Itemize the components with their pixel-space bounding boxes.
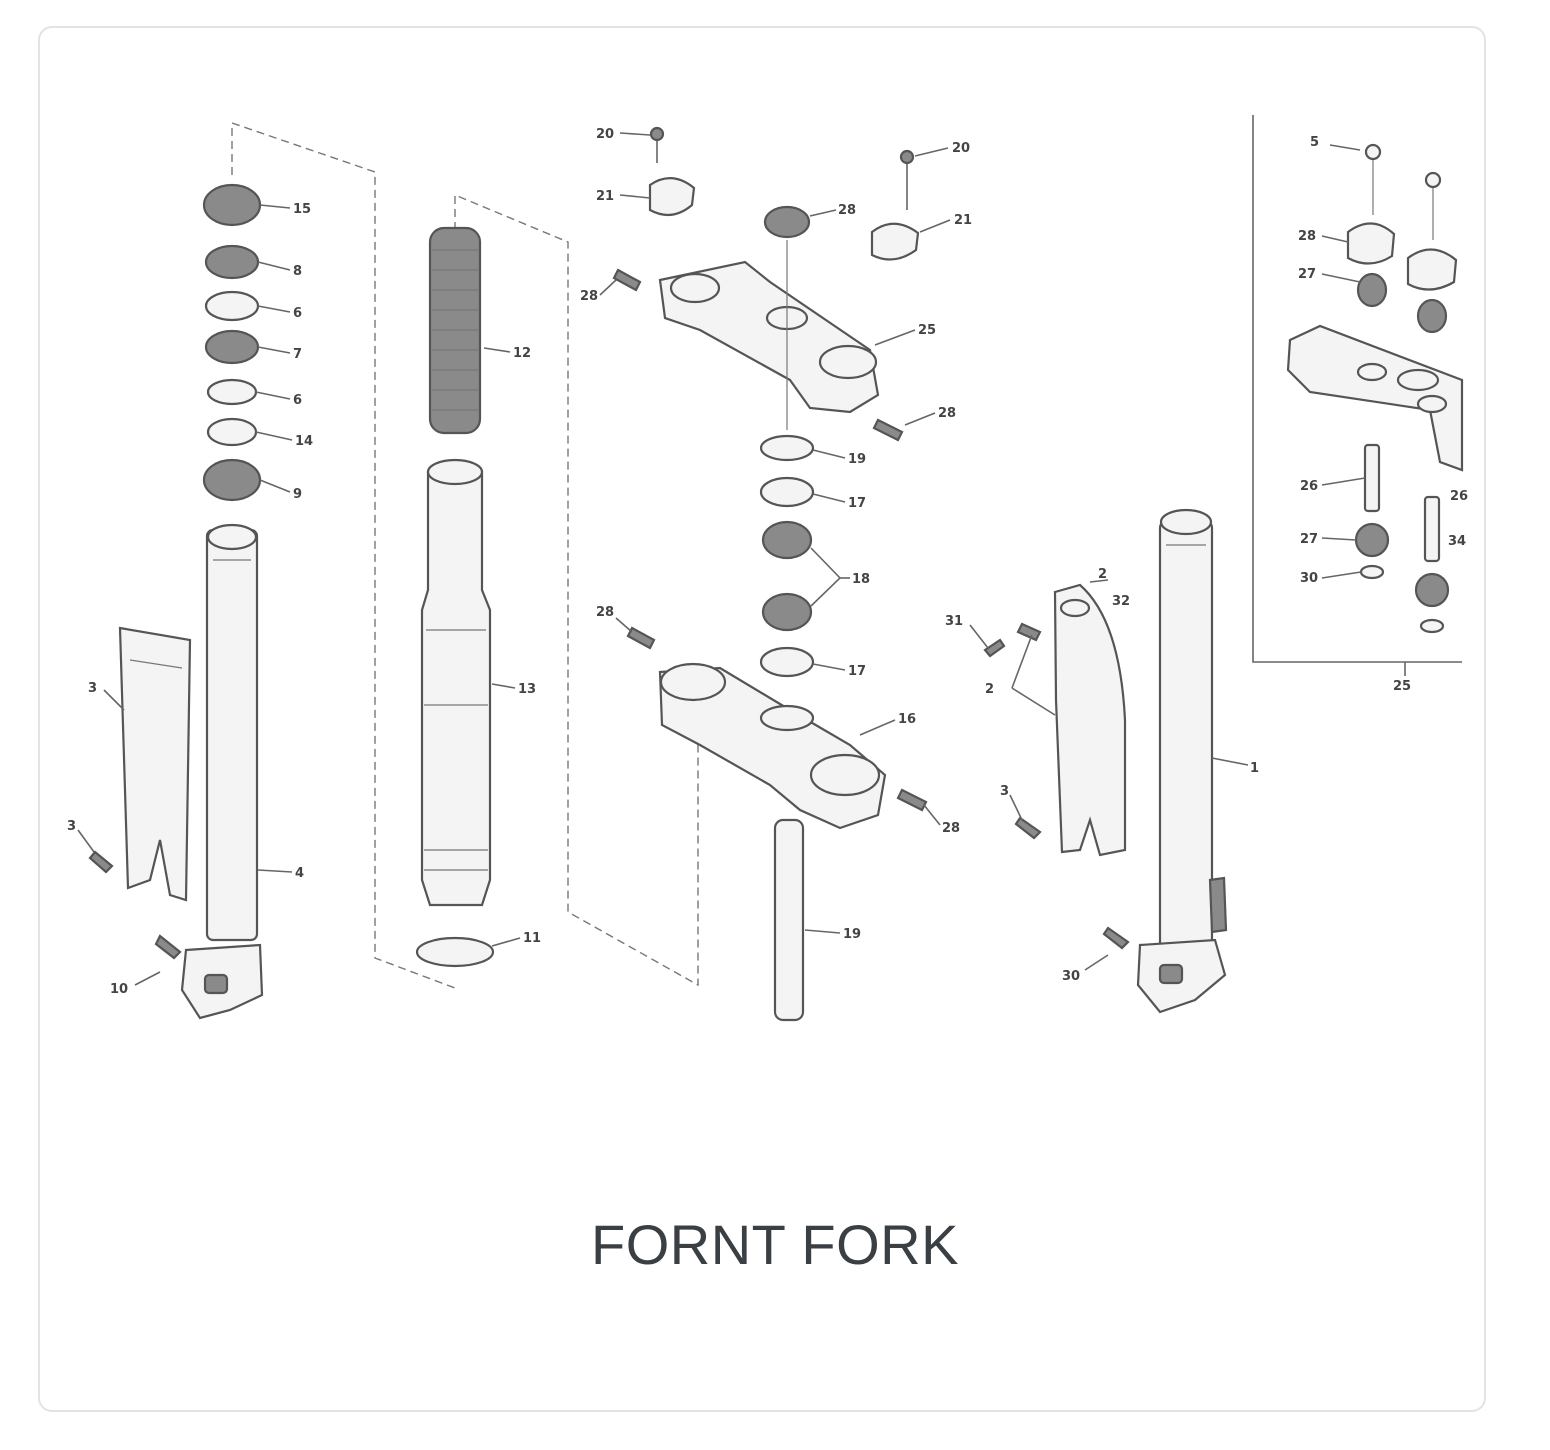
fork-cap-part xyxy=(202,183,262,227)
handlebar-clamp-part xyxy=(648,177,696,217)
callout-label: 31 xyxy=(945,614,963,629)
inner-tube-assembly xyxy=(415,193,699,987)
callout-label: 16 xyxy=(898,712,916,727)
outer-tube-part xyxy=(205,528,259,942)
callout-label: 28 xyxy=(596,605,614,620)
dust-cover-part xyxy=(759,646,815,678)
steering-stem-part xyxy=(773,818,805,1022)
callout-label: 17 xyxy=(848,664,866,679)
callout-label: 3 xyxy=(1000,784,1009,799)
left-fork-leg xyxy=(77,122,456,1020)
outer-tube-part xyxy=(1158,518,1214,952)
stem-nut-part xyxy=(763,205,811,239)
spacer-part xyxy=(1423,495,1441,563)
callout-label: 28 xyxy=(942,821,960,836)
callout-label: 13 xyxy=(518,682,536,697)
callout-label: 25 xyxy=(1393,679,1411,694)
callout-label: 19 xyxy=(848,452,866,467)
callout-label: 5 xyxy=(1310,135,1319,150)
callout-label: 27 xyxy=(1300,532,1318,547)
steering-stem-assembly xyxy=(599,126,951,1022)
fork-ring-part xyxy=(204,244,260,280)
callout-label: 26 xyxy=(1450,489,1468,504)
clamp-part xyxy=(1406,248,1458,291)
handlebar-clamp-part xyxy=(870,222,920,261)
right-fork-leg xyxy=(969,508,1249,1014)
fork-guard-part xyxy=(118,626,192,902)
callout-label: 14 xyxy=(295,434,313,449)
upper-clamp-part xyxy=(1286,324,1464,472)
callout-label: 18 xyxy=(852,572,870,587)
callout-label: 12 xyxy=(513,346,531,361)
fork-guard-part xyxy=(1053,583,1127,857)
callout-label: 11 xyxy=(523,931,541,946)
callout-label: 19 xyxy=(843,927,861,942)
callout-label: 30 xyxy=(1062,969,1080,984)
dust-cover-part xyxy=(759,476,815,508)
washer-part xyxy=(206,417,258,447)
seal-part xyxy=(204,329,260,365)
callout-label: 28 xyxy=(580,289,598,304)
callout-label: 26 xyxy=(1300,479,1318,494)
callout-label: 30 xyxy=(1300,571,1318,586)
washer-part xyxy=(204,290,260,322)
callout-label: 21 xyxy=(596,189,614,204)
clamp-part xyxy=(1346,222,1396,265)
bearing-race-part xyxy=(759,434,815,462)
callout-label: 8 xyxy=(293,264,302,279)
callout-label: 6 xyxy=(293,393,302,408)
upper-triple-clamp-part xyxy=(658,260,880,414)
callout-label: 28 xyxy=(1298,229,1316,244)
inset-detail xyxy=(1252,115,1464,676)
callout-labels: 15 8 6 7 6 14 9 12 13 11 4 3 3 10 20 21 … xyxy=(67,127,1468,997)
callout-label: 2 xyxy=(985,682,994,697)
callout-label: 32 xyxy=(1112,594,1130,609)
callout-label: 4 xyxy=(295,866,304,881)
diagram-caption: FORNT FORK xyxy=(591,1213,959,1276)
callout-label: 20 xyxy=(596,127,614,142)
callout-label: 17 xyxy=(848,496,866,511)
callout-label: 10 xyxy=(110,982,128,997)
o-ring-part xyxy=(415,936,495,968)
callout-label: 15 xyxy=(293,202,311,217)
callout-label: 3 xyxy=(88,681,97,696)
clip-part xyxy=(206,378,258,406)
callout-label: 21 xyxy=(954,213,972,228)
callout-label: 27 xyxy=(1298,267,1316,282)
callout-label: 3 xyxy=(67,819,76,834)
bearing-part xyxy=(761,592,813,632)
callout-label: 34 xyxy=(1448,534,1466,549)
inner-tube-part xyxy=(420,470,492,907)
callout-label: 28 xyxy=(838,203,856,218)
bolt-part xyxy=(88,850,114,874)
callout-label: 20 xyxy=(952,141,970,156)
bolt-part xyxy=(154,934,182,960)
callout-label: 28 xyxy=(938,406,956,421)
callout-label: 2 xyxy=(1098,567,1107,582)
callout-label: 6 xyxy=(293,306,302,321)
dust-seal-part xyxy=(202,458,262,502)
callout-label: 9 xyxy=(293,487,302,502)
bearing-part xyxy=(761,520,813,560)
callout-label: 7 xyxy=(293,347,302,362)
spacer-part xyxy=(1363,443,1381,513)
callout-label: 1 xyxy=(1250,761,1259,776)
callout-label: 25 xyxy=(918,323,936,338)
